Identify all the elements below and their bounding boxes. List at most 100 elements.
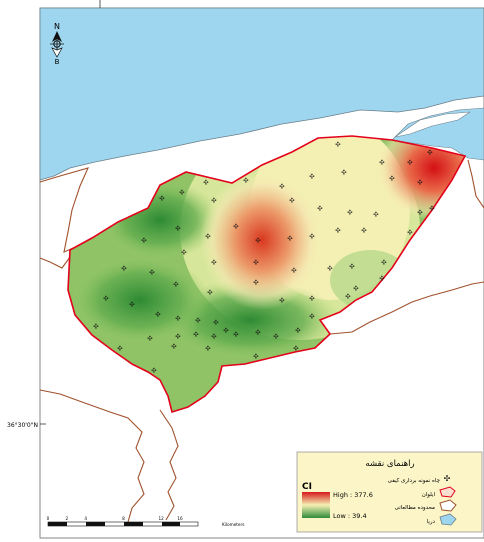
- well-marker: ✣: [211, 333, 217, 341]
- legend-item-sea: دریا: [427, 513, 457, 526]
- well-marker: ✣: [255, 329, 261, 337]
- well-marker: ✣: [179, 189, 185, 197]
- well-marker: ✣: [279, 297, 285, 305]
- well-marker: ✣: [417, 209, 423, 217]
- well-marker: ✣: [233, 331, 239, 339]
- well-marker: ✣: [223, 327, 229, 335]
- well-marker: ✣: [103, 295, 109, 303]
- well-marker: ✣: [279, 183, 285, 191]
- legend-title: راهنمای نقشه: [365, 459, 414, 469]
- scale-tick-label: 4: [84, 516, 87, 521]
- well-marker: ✣: [335, 227, 341, 235]
- scale-unit: Kilometers: [222, 522, 244, 527]
- well-marker: ✣: [149, 269, 155, 277]
- well-marker: ✣: [273, 333, 279, 341]
- aquifer-symbol: [439, 486, 456, 498]
- well-marker: ✣: [345, 293, 351, 301]
- well-marker: ✣: [129, 301, 135, 309]
- well-marker: ✣: [381, 259, 387, 267]
- well-marker: ✣: [159, 195, 165, 203]
- scale-tick-label: 12: [158, 516, 164, 521]
- well-marker: ✣: [287, 235, 293, 243]
- well-marker: ✣: [335, 141, 341, 149]
- scale-tick-label: 16: [177, 516, 183, 521]
- well-marker: ✣: [293, 345, 299, 353]
- spit-land: [394, 111, 471, 138]
- well-marker: ✣: [233, 223, 239, 231]
- well-marker: ✣: [407, 229, 413, 237]
- legend-item-aquifer: ایلوان: [422, 486, 456, 498]
- ci-color-ramp: [302, 492, 330, 518]
- well-marker: ✣: [181, 249, 187, 257]
- well-marker: ✣: [309, 295, 315, 303]
- well-marker: ✣: [171, 343, 177, 351]
- well-marker: ✣: [327, 265, 333, 273]
- well-symbol: ✣: [444, 474, 451, 483]
- well-marker: ✣: [389, 175, 395, 183]
- well-marker: ✣: [213, 319, 219, 327]
- north-letter: N: [54, 22, 60, 31]
- well-marker: ✣: [141, 237, 147, 245]
- scale-tick-label: 0: [47, 516, 50, 521]
- well-marker: ✣: [379, 159, 385, 167]
- well-marker: ✣: [349, 263, 355, 271]
- map-legend: راهنمای نقشه CI High : 377.6 Low : 39.4 …: [296, 451, 483, 533]
- well-marker: ✣: [195, 317, 201, 325]
- well-marker: ✣: [309, 173, 315, 181]
- well-marker: ✣: [193, 331, 199, 339]
- ci-high-label: High : 377.6: [333, 491, 373, 499]
- sea-area: [39, 7, 484, 181]
- well-marker: ✣: [93, 323, 99, 331]
- well-marker: ✣: [205, 345, 211, 353]
- well-marker: ✣: [407, 159, 413, 167]
- north-arrow: N B: [50, 22, 64, 66]
- study-area-boundary: [39, 159, 484, 523]
- well-marker: ✣: [253, 259, 259, 267]
- ci-low-label: Low : 39.4: [333, 512, 367, 520]
- well-marker: ✣: [155, 311, 161, 319]
- well-marker: ✣: [353, 285, 359, 293]
- well-marker: ✣: [203, 179, 209, 187]
- lagoon-area: [391, 107, 484, 161]
- well-marker: ✣: [175, 333, 181, 341]
- well-marker: ✣: [295, 327, 301, 335]
- well-marker: ✣: [253, 279, 259, 287]
- well-marker: ✣: [379, 275, 385, 283]
- scale-tick-label: 8: [122, 516, 125, 521]
- south-letter: B: [55, 58, 60, 66]
- study-area-symbol: [439, 499, 457, 512]
- well-marker: ✣: [429, 205, 435, 213]
- well-marker: ✣: [373, 211, 379, 219]
- latitude-label: 36°30'0"N: [7, 422, 38, 429]
- well-marker: ✣: [291, 267, 297, 275]
- legend-item-study-area: محدوده مطالعاتی: [395, 499, 457, 512]
- well-marker: ✣: [341, 169, 347, 177]
- legend-label-well: چاه نمونه برداری کیفی: [388, 477, 440, 484]
- well-marker: ✣: [289, 197, 295, 205]
- well-marker: ✣: [151, 367, 157, 375]
- well-marker: ✣: [253, 353, 259, 361]
- well-marker: ✣: [255, 237, 261, 245]
- well-marker: ✣: [175, 225, 181, 233]
- well-marker: ✣: [147, 335, 153, 343]
- ci-title: CI: [302, 482, 312, 492]
- legend-label-study-area: محدوده مطالعاتی: [395, 505, 435, 511]
- well-marker: ✣: [211, 197, 217, 205]
- well-marker: ✣: [205, 233, 211, 241]
- legend-label-aquifer: ایلوان: [422, 492, 436, 498]
- legend-item-well: ✣ چاه نمونه برداری کیفی: [388, 474, 451, 484]
- well-marker: ✣: [417, 179, 423, 187]
- well-marker: ✣: [173, 281, 179, 289]
- well-marker: ✣: [207, 289, 213, 297]
- well-marker: ✣: [309, 233, 315, 241]
- sampling-wells: ✣ ✣ ✣ ✣ ✣ ✣ ✣ ✣ ✣ ✣ ✣ ✣ ✣ ✣ ✣ ✣ ✣ ✣ ✣ ✣ ✣ ✣ ✣ ✣ ✣ ✣ ✣ ✣ ✣ ✣ ✣ ✣ ✣ ✣ ✣ ✣ ✣ ✣ ✣ ✣…: [93, 141, 435, 375]
- well-marker: ✣: [347, 209, 353, 217]
- well-marker: ✣: [361, 227, 367, 235]
- well-marker: ✣: [317, 205, 323, 213]
- well-marker: ✣: [427, 149, 433, 157]
- well-marker: ✣: [121, 265, 127, 273]
- legend-label-sea: دریا: [427, 519, 436, 525]
- sea-symbol: [439, 513, 457, 526]
